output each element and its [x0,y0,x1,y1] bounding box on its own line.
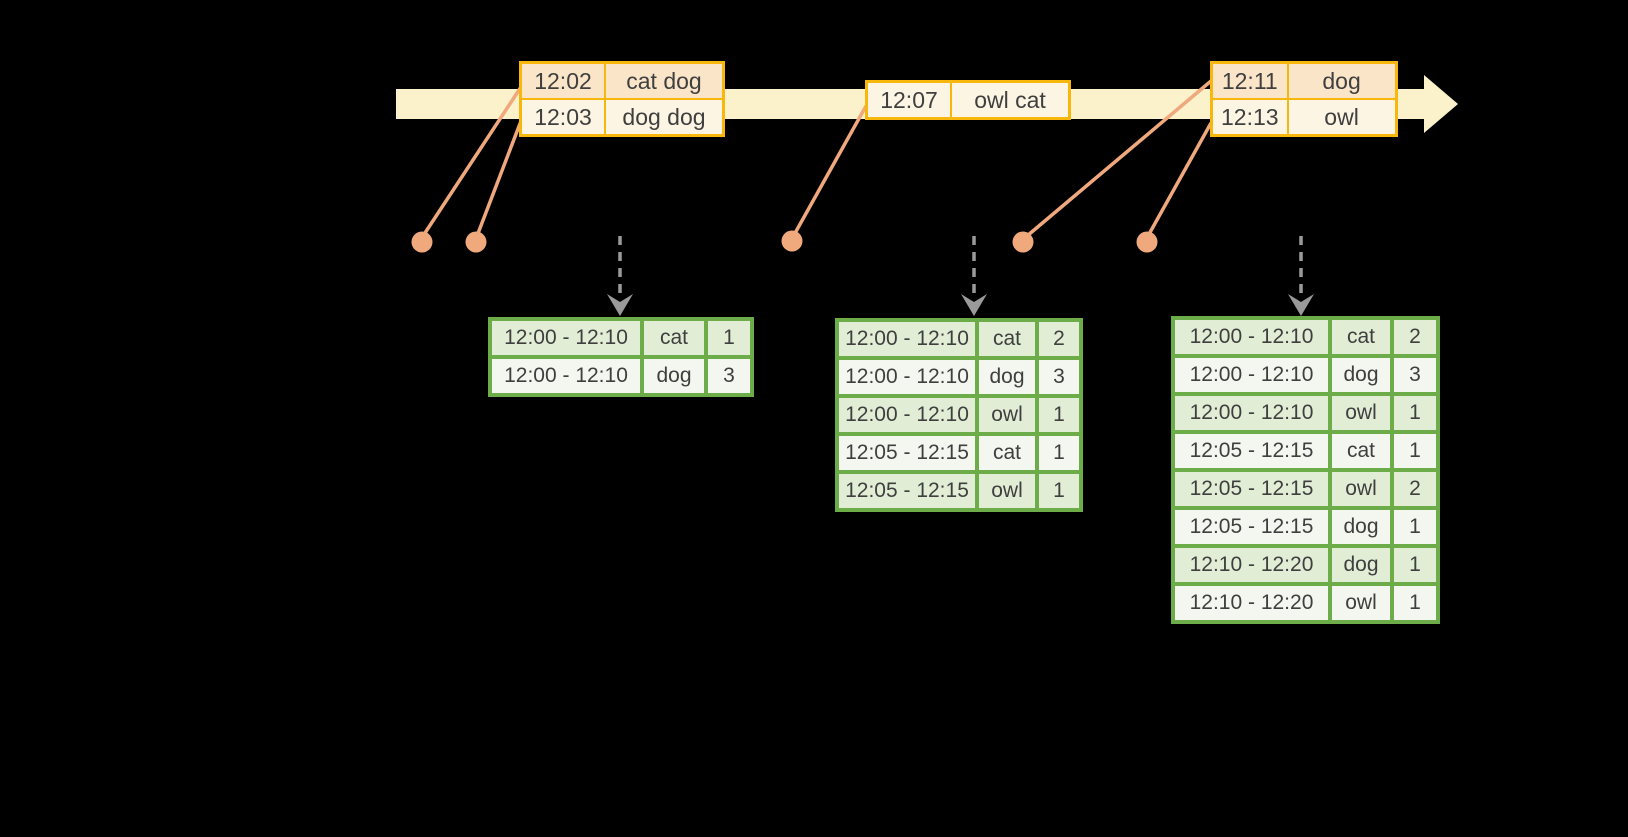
word-cell: cat [975,318,1039,360]
count-cell: 1 [1390,506,1440,548]
event-table-2: 12:07 owl cat [865,80,1071,120]
result-row: 12:05 - 12:15 cat 1 [1171,430,1440,472]
count-cell: 1 [1035,432,1083,474]
event-table-1: 12:02 cat dog 12:03 dog dog [519,61,725,137]
event-connector-line [421,86,523,237]
window-cell: 12:05 - 12:15 [1171,430,1332,472]
count-cell: 1 [1390,392,1440,434]
event-time-cell: 12:11 [1210,61,1289,100]
event-row: 12:13 owl [1210,98,1398,137]
event-connector-line [1025,79,1213,238]
result-row: 12:10 - 12:20 dog 1 [1171,544,1440,586]
count-cell: 1 [704,317,754,359]
window-cell: 12:00 - 12:10 [1171,392,1332,434]
window-cell: 12:00 - 12:10 [835,318,979,360]
event-time-cell: 12:13 [1210,98,1289,137]
result-row: 12:10 - 12:20 owl 1 [1171,582,1440,624]
result-table-1: 12:00 - 12:10 cat 1 12:00 - 12:10 dog 3 [488,317,754,397]
result-row: 12:05 - 12:15 cat 1 [835,432,1083,474]
window-cell: 12:00 - 12:10 [835,356,979,398]
count-cell: 2 [1390,468,1440,510]
event-table-3: 12:11 dog 12:13 owl [1210,61,1398,137]
window-cell: 12:05 - 12:15 [835,470,979,512]
count-cell: 1 [1390,430,1440,472]
trigger-arrowhead-icon [1288,294,1314,316]
word-cell: cat [975,432,1039,474]
event-row: 12:02 cat dog [519,61,725,100]
event-row: 12:03 dog dog [519,98,725,137]
count-cell: 2 [1035,318,1083,360]
timeline-arrowhead-icon [1424,75,1458,133]
result-row: 12:00 - 12:10 dog 3 [835,356,1083,398]
word-cell: dog [640,355,708,397]
window-cell: 12:00 - 12:10 [488,355,644,397]
trigger-arrowhead-icon [607,294,633,316]
window-cell: 12:00 - 12:10 [488,317,644,359]
result-table-2: 12:00 - 12:10 cat 2 12:00 - 12:10 dog 3 … [835,318,1083,512]
result-row: 12:00 - 12:10 owl 1 [1171,392,1440,434]
count-cell: 1 [1390,544,1440,586]
event-dot-icon [1136,231,1158,253]
event-time-cell: 12:07 [865,80,952,120]
event-dot-icon [781,230,803,252]
event-words-cell: owl cat [950,80,1071,120]
count-cell: 2 [1390,316,1440,358]
count-cell: 3 [704,355,754,397]
word-cell: cat [1328,316,1394,358]
event-connector-line [475,120,523,237]
word-cell: dog [975,356,1039,398]
event-dot-icon [465,231,487,253]
count-cell: 3 [1035,356,1083,398]
window-cell: 12:05 - 12:15 [1171,506,1332,548]
event-row: 12:07 owl cat [865,80,1071,120]
event-words-cell: dog [1286,61,1398,100]
word-cell: owl [975,470,1039,512]
count-cell: 1 [1035,470,1083,512]
count-cell: 1 [1390,582,1440,624]
result-row: 12:00 - 12:10 owl 1 [835,394,1083,436]
event-connector-line [792,105,868,236]
result-row: 12:05 - 12:15 dog 1 [1171,506,1440,548]
word-cell: owl [1328,468,1394,510]
event-row: 12:11 dog [1210,61,1398,100]
event-dot-icon [411,231,433,253]
window-cell: 12:00 - 12:10 [1171,354,1332,396]
word-cell: cat [1328,430,1394,472]
window-cell: 12:05 - 12:15 [1171,468,1332,510]
result-row: 12:00 - 12:10 dog 3 [1171,354,1440,396]
result-row: 12:00 - 12:10 cat 2 [835,318,1083,360]
word-cell: owl [1328,392,1394,434]
word-cell: cat [640,317,708,359]
window-cell: 12:10 - 12:20 [1171,582,1332,624]
word-cell: owl [1328,582,1394,624]
event-time-cell: 12:03 [519,98,606,137]
window-cell: 12:00 - 12:10 [1171,316,1332,358]
word-cell: dog [1328,354,1394,396]
word-cell: dog [1328,544,1394,586]
result-row: 12:00 - 12:10 cat 2 [1171,316,1440,358]
result-row: 12:00 - 12:10 cat 1 [488,317,754,359]
result-table-3: 12:00 - 12:10 cat 2 12:00 - 12:10 dog 3 … [1171,316,1440,624]
word-cell: owl [975,394,1039,436]
count-cell: 3 [1390,354,1440,396]
count-cell: 1 [1035,394,1083,436]
event-words-cell: cat dog [604,61,725,100]
result-row: 12:05 - 12:15 owl 1 [835,470,1083,512]
event-time-cell: 12:02 [519,61,606,100]
event-dot-icon [1012,231,1034,253]
trigger-arrowhead-icon [961,294,987,316]
result-row: 12:05 - 12:15 owl 2 [1171,468,1440,510]
event-connector-line [1146,122,1213,237]
window-cell: 12:05 - 12:15 [835,432,979,474]
event-words-cell: dog dog [604,98,725,137]
result-row: 12:00 - 12:10 dog 3 [488,355,754,397]
window-cell: 12:10 - 12:20 [1171,544,1332,586]
window-cell: 12:00 - 12:10 [835,394,979,436]
event-words-cell: owl [1286,98,1398,137]
word-cell: dog [1328,506,1394,548]
